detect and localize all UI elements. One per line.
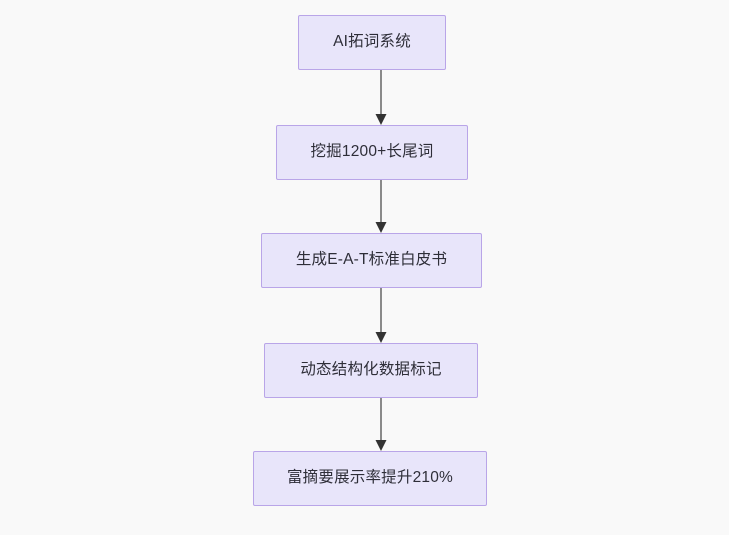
arrowhead-icon: [375, 114, 387, 125]
flow-node-label: 富摘要展示率提升210%: [286, 469, 454, 487]
flow-node-ai-keyword-system[interactable]: AI拓词系统: [298, 15, 446, 70]
arrowhead-icon: [375, 332, 387, 343]
arrowhead-icon: [375, 440, 387, 451]
arrowhead-icon: [375, 222, 387, 233]
flow-node-mine-longtail-keywords[interactable]: 挖掘1200+长尾词: [276, 125, 468, 180]
flow-node-label: 动态结构化数据标记: [300, 361, 442, 379]
flow-node-generate-eat-whitepaper[interactable]: 生成E-A-T标准白皮书: [261, 233, 482, 288]
flow-node-label: 生成E-A-T标准白皮书: [295, 251, 448, 269]
flow-node-label: AI拓词系统: [333, 33, 411, 51]
flow-node-dynamic-structured-data-markup[interactable]: 动态结构化数据标记: [264, 343, 478, 398]
flow-node-rich-snippet-rate-increase[interactable]: 富摘要展示率提升210%: [253, 451, 487, 506]
flow-node-label: 挖掘1200+长尾词: [310, 143, 434, 161]
